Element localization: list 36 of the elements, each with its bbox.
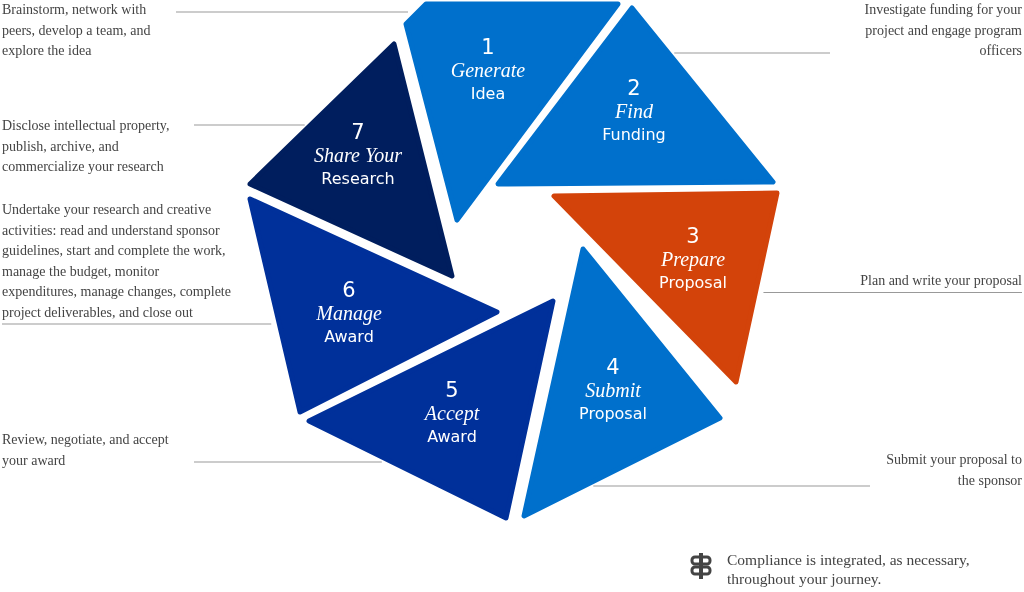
step-description: Undertake your research and creative activities: read and understand sponsor guidelines, start and complete the work, manage the budget, monitor expenditures, manage changes, complete project deliverables, and close out bbox=[2, 201, 232, 322]
step-subtitle: Research bbox=[321, 168, 395, 190]
compliance-note: Compliance is integrated, as necessary, throughout your journey. bbox=[727, 550, 971, 588]
step-subtitle: Award bbox=[324, 326, 374, 348]
step-subtitle: Idea bbox=[470, 83, 506, 105]
step-number: 1 bbox=[481, 35, 495, 59]
step-description: Disclose intellectual property, publish, archive, and commercialize your research bbox=[2, 117, 171, 176]
step-title: Generate bbox=[450, 59, 526, 81]
step-description: Review, negotiate, and accept your award bbox=[2, 431, 170, 470]
step-subtitle: Proposal bbox=[579, 403, 647, 425]
leader-line bbox=[193, 124, 306, 126]
step-subtitle: Proposal bbox=[659, 272, 727, 294]
step-number: 5 bbox=[445, 378, 459, 402]
step-number: 7 bbox=[351, 120, 365, 144]
leader-line bbox=[762, 292, 1023, 293]
leader-line bbox=[193, 461, 383, 463]
step-description: Submit your proposal to the sponsor bbox=[885, 451, 1022, 490]
step-subtitle: Funding bbox=[602, 124, 666, 146]
step-description: Plan and write your proposal bbox=[860, 272, 1022, 290]
leader-line bbox=[592, 485, 871, 487]
step-number: 2 bbox=[627, 76, 641, 100]
step-title: Manage bbox=[316, 302, 382, 324]
step-title: Prepare bbox=[660, 248, 726, 270]
step-title: Submit bbox=[585, 379, 641, 401]
step-title: Find bbox=[615, 100, 653, 122]
step-number: 4 bbox=[606, 355, 620, 379]
step-subtitle: Award bbox=[427, 426, 477, 448]
leader-line bbox=[673, 52, 831, 54]
step-description: Brainstorm, network with peers, develop a team, and explore the idea bbox=[2, 1, 152, 60]
step-title: Share Your bbox=[314, 144, 402, 166]
leader-line bbox=[175, 11, 409, 13]
step-number: 6 bbox=[342, 278, 356, 302]
leader-line bbox=[1, 323, 272, 325]
step-number: 3 bbox=[686, 224, 700, 248]
step-description: Investigate funding for your project and engage program officers bbox=[863, 1, 1022, 60]
step-title: Accept bbox=[424, 402, 480, 424]
